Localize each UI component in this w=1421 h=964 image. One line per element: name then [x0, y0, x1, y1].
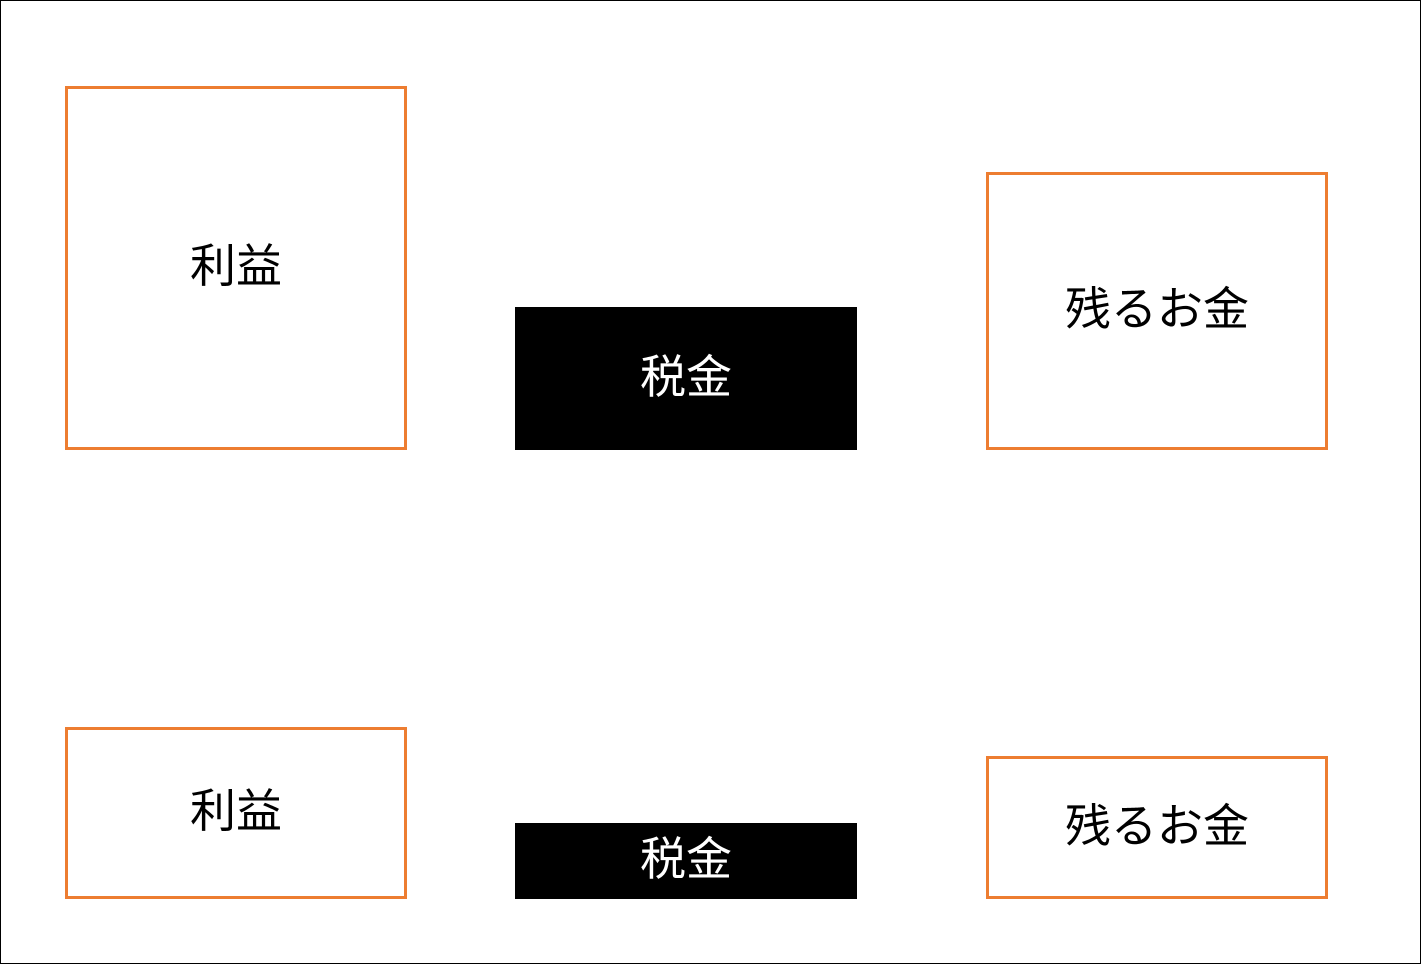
bottom-profit-box: 利益	[65, 727, 407, 899]
top-tax-label: 税金	[640, 349, 732, 404]
top-profit-label: 利益	[190, 239, 282, 293]
top-remaining-box: 残るお金	[986, 172, 1328, 450]
bottom-tax-box: 税金	[515, 823, 857, 899]
bottom-profit-label: 利益	[190, 784, 282, 838]
bottom-remaining-label: 残るお金	[1065, 798, 1249, 853]
top-remaining-label: 残るお金	[1065, 282, 1249, 336]
bottom-tax-label: 税金	[640, 832, 732, 886]
top-tax-box: 税金	[515, 307, 857, 450]
bottom-remaining-box: 残るお金	[986, 756, 1328, 899]
top-profit-box: 利益	[65, 86, 407, 450]
